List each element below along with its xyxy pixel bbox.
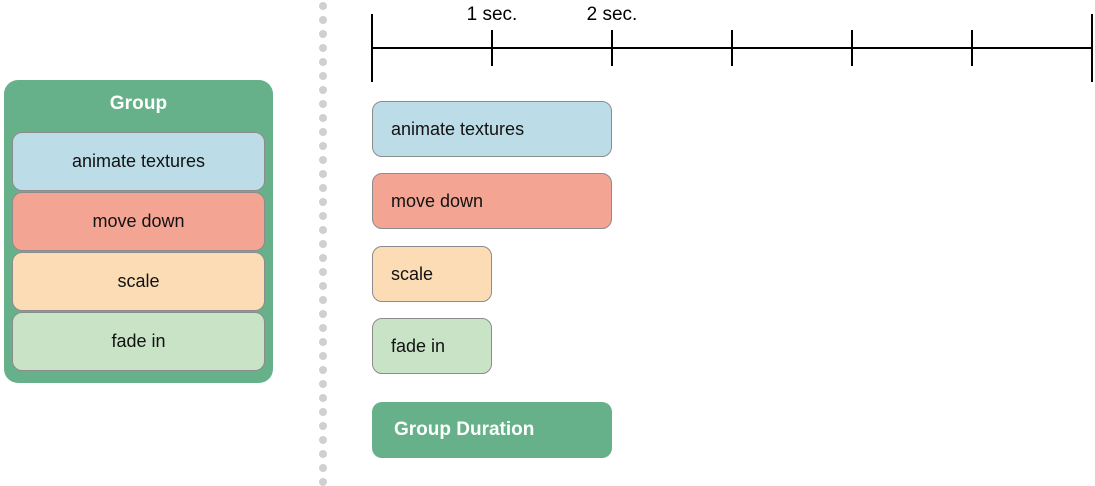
- divider-dot: [319, 296, 327, 304]
- divider-dot: [319, 156, 327, 164]
- divider-dot: [319, 100, 327, 108]
- axis-tick: [491, 30, 493, 66]
- divider-dot: [319, 184, 327, 192]
- axis-tick: [971, 30, 973, 66]
- group-title: Group: [109, 93, 168, 114]
- divider-dot: [319, 310, 327, 318]
- timeline-bar-label: animate textures: [391, 118, 525, 139]
- divider-dot: [319, 338, 327, 346]
- group-panel: Group animate textures move down scale fade…: [4, 80, 273, 383]
- axis-tick: [851, 30, 853, 66]
- divider-dot: [319, 394, 327, 402]
- group-duration-bar[interactable]: Group Duration: [372, 402, 612, 458]
- divider-dot: [319, 58, 327, 66]
- group-item-label: animate textures: [71, 151, 206, 171]
- divider-dot: [319, 226, 327, 234]
- group-item-label: scale: [117, 271, 160, 291]
- divider-dot: [319, 142, 327, 150]
- divider-dot: [319, 422, 327, 430]
- divider-dot: [319, 212, 327, 220]
- axis-tick: [371, 14, 373, 82]
- timeline-bar-label: fade in: [391, 335, 446, 356]
- divider-dot: [319, 240, 327, 248]
- timeline-bar[interactable]: animate textures: [372, 101, 612, 157]
- divider-dot: [319, 128, 327, 136]
- divider-dot: [319, 450, 327, 458]
- divider-dot: [319, 268, 327, 276]
- timeline-bar[interactable]: fade in: [372, 318, 492, 374]
- divider-dot: [319, 30, 327, 38]
- group-item-list: animate textures move down scale fade in: [12, 132, 265, 371]
- dotted-divider: [319, 0, 327, 486]
- divider-dot: [319, 436, 327, 444]
- divider-dot: [319, 114, 327, 122]
- timeline-bar[interactable]: move down: [372, 173, 612, 229]
- divider-dot: [319, 170, 327, 178]
- timeline-bar[interactable]: scale: [372, 246, 492, 302]
- timeline-axis: 1 sec. 2 sec.: [0, 0, 1095, 90]
- timeline-bar-label: scale: [391, 263, 434, 284]
- divider-dot: [319, 72, 327, 80]
- divider-dot: [319, 352, 327, 360]
- group-item[interactable]: animate textures: [12, 132, 265, 191]
- axis-tick: [611, 30, 613, 66]
- axis-tick-label: 1 sec.: [466, 4, 518, 25]
- timeline-bar-label: move down: [391, 190, 484, 211]
- axis-tick: [1091, 14, 1093, 82]
- divider-dot: [319, 464, 327, 472]
- group-item[interactable]: fade in: [12, 312, 265, 371]
- divider-dot: [319, 44, 327, 52]
- divider-dot: [319, 408, 327, 416]
- group-item[interactable]: scale: [12, 252, 265, 311]
- group-item-label: move down: [92, 211, 185, 231]
- axis-tick: [731, 30, 733, 66]
- divider-dot: [319, 366, 327, 374]
- timeline-bar-label: Group Duration: [394, 419, 535, 440]
- divider-dot: [319, 16, 327, 24]
- divider-dot: [319, 282, 327, 290]
- group-item-label: fade in: [111, 331, 166, 351]
- group-item[interactable]: move down: [12, 192, 265, 251]
- divider-dot: [319, 324, 327, 332]
- divider-dot: [319, 254, 327, 262]
- divider-dot: [319, 198, 327, 206]
- divider-dot: [319, 2, 327, 10]
- divider-dot: [319, 380, 327, 388]
- divider-dot: [319, 86, 327, 94]
- axis-tick-label: 2 sec.: [586, 4, 638, 25]
